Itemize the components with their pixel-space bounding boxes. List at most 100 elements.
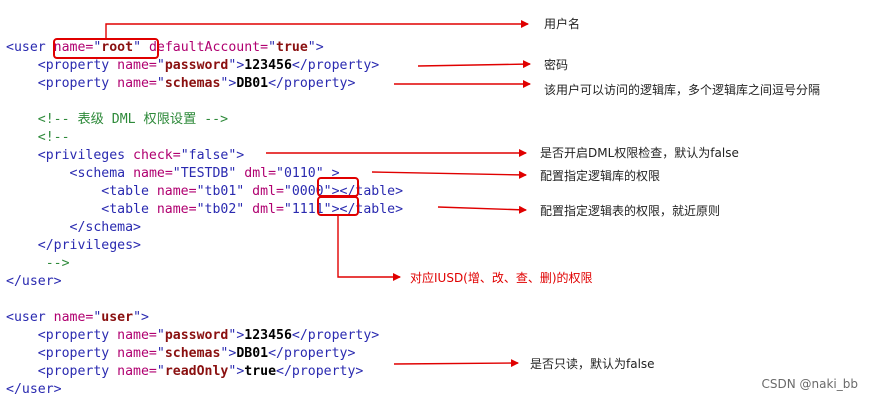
dml-0000-highlight [317,177,359,197]
readonly-arrow [393,359,519,368]
code-line: --> [6,255,70,273]
code-line: <user name="root" defaultAccount="true"> [6,39,324,57]
code-line: <privileges check="false"> [6,147,244,165]
code-token: > [236,148,245,163]
code-token: <property [37,58,118,73]
note-password: 密码 [544,58,569,72]
code-token: name= [117,76,157,91]
code-token: </user> [6,274,62,289]
schema-arrow [371,170,527,179]
code-token: readOnly [164,364,229,379]
code-token: " [156,76,165,91]
code-token: <property [37,346,118,361]
code-token: name= [117,58,157,73]
code-token: "0110" [276,166,324,181]
code-token: true [244,364,277,379]
code-token: > [228,76,237,91]
iusd-arrow [337,215,401,281]
code-token: DB01 [236,76,269,91]
code-token: DB01 [236,346,269,361]
code-token: > [236,58,245,73]
code-token: " [93,310,102,325]
code-token: > [141,310,149,325]
code-token: <user [6,40,54,55]
code-token: </property> [291,328,380,343]
code-token: <privileges [37,148,134,163]
code-line: </privileges> [6,237,141,255]
code-token: </property> [291,58,380,73]
code-token: "tb02" [196,202,245,217]
code-token: root [101,40,134,55]
code-token: schemas [164,346,221,361]
code-token: " [220,76,229,91]
code-token: > [323,166,340,181]
code-token: " [220,346,229,361]
code-token: > [315,40,324,55]
code-token: " [156,364,165,379]
code-token: " [93,40,102,55]
code-token: name= [156,184,197,199]
code-token: name= [117,364,157,379]
code-token: name= [53,310,94,325]
code-token: true [276,40,308,55]
username-arrow [105,20,529,39]
code-token: <table [101,184,157,199]
code-token: </privileges> [37,238,141,253]
code-token: user [101,310,134,325]
code-token: <property [37,76,118,91]
note-privileges-check: 是否开启DML权限检查，默认为false [540,146,739,160]
code-token: > [236,328,245,343]
code-line: <property name="password">123456</proper… [6,57,379,75]
password-arrow [417,60,531,69]
code-token: password [164,328,229,343]
code-line: </schema> [6,219,141,237]
code-token: " [133,40,142,55]
code-token: " [268,40,277,55]
note-username: 用户名 [544,17,581,31]
code-token: 123456 [244,58,292,73]
code-token: --> [45,256,70,271]
code-token: > [228,346,237,361]
code-token: " [156,346,165,361]
code-token: " [133,310,142,325]
code-line: <property name="readOnly">true</property… [6,363,364,381]
code-token: </property> [268,76,356,91]
code-token: <schema [69,166,134,181]
code-token: name= [156,202,197,217]
code-token: name= [117,346,157,361]
watermark: CSDN @naki_bb [761,377,858,391]
code-token: <table [101,202,157,217]
code-token: schemas [164,76,221,91]
code-token: > [236,364,245,379]
code-token: ></table> [331,202,404,217]
code-line: <!-- 表级 DML 权限设置 --> [6,111,228,129]
note-schema-priv: 配置指定逻辑库的权限 [540,169,661,183]
code-token: </property> [276,364,364,379]
code-token: name= [117,328,157,343]
table-arrow [437,205,527,214]
code-token: defaultAccount= [148,40,269,55]
code-line: </user> [6,273,62,291]
code-line: <!-- [6,129,70,147]
code-token: <property [37,328,118,343]
code-token: "TESTDB" [172,166,237,181]
note-schemas: 该用户可以访问的逻辑库，多个逻辑库之间逗号分隔 [544,83,821,97]
code-line: <property name="schemas">DB01</property> [6,75,356,93]
note-table-priv: 配置指定逻辑表的权限，就近原则 [540,204,721,218]
code-token: " [228,58,237,73]
code-token: check= [133,148,181,163]
code-line: <schema name="TESTDB" dml="0110" > [6,165,340,183]
code-line: <property name="password">123456</proper… [6,327,379,345]
code-token: " [156,328,165,343]
code-token: "false" [180,148,237,163]
code-token: " [156,58,165,73]
code-token: <property [37,364,118,379]
code-token: dml= [252,184,284,199]
code-token: 123456 [244,328,292,343]
code-line: <property name="schemas">DB01</property> [6,345,356,363]
code-token: </property> [268,346,356,361]
code-token: </schema> [69,220,141,235]
code-token: " [307,40,316,55]
code-token: "1111" [283,202,332,217]
code-token: <!-- [37,130,70,145]
